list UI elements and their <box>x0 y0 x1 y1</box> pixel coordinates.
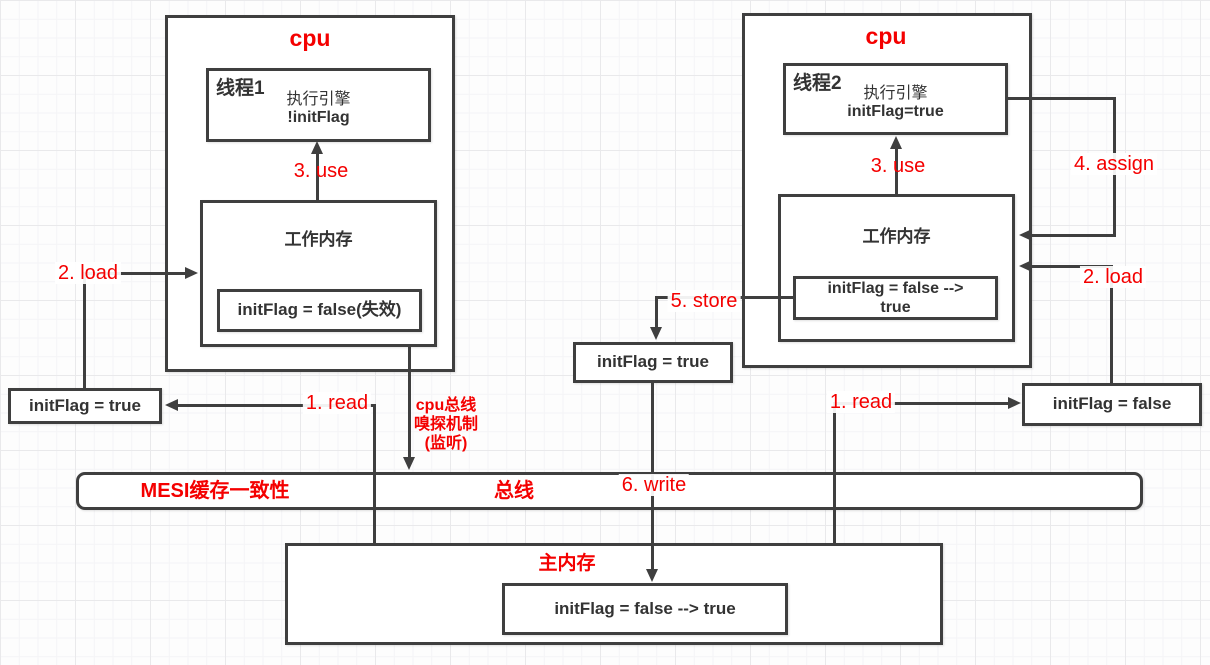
working-memory-left-value-box: initFlag = false(失效) <box>217 289 422 332</box>
load-right-label: 2. load <box>1079 266 1147 289</box>
thread2-name: 线程2 <box>793 73 842 94</box>
use-right-label: 3. use <box>870 155 926 177</box>
thread1-engine-value: !initFlag <box>287 109 350 126</box>
use-left-label: 3. use <box>293 160 349 182</box>
sniff-arrow-icon <box>403 457 415 470</box>
store-value-box: initFlag = true <box>573 342 733 383</box>
write-arrow-icon <box>646 569 658 582</box>
working-memory-left-title: 工作内存 <box>284 230 353 249</box>
thread2-engine-label: 执行引擎 <box>863 85 928 102</box>
read-right-arrow-icon <box>1008 397 1021 409</box>
load-right-line-v <box>1110 265 1113 383</box>
store-line-v <box>655 296 658 329</box>
main-memory-value-box: initFlag = false --> true <box>502 583 788 635</box>
left-read-value-box: initFlag = true <box>8 388 162 424</box>
read-left-line-h <box>172 404 376 407</box>
load-right-line-h <box>1030 265 1113 268</box>
cpu-left-title: cpu <box>289 25 331 51</box>
assign-arrow-icon <box>1019 229 1032 241</box>
read-right-label: 1. read <box>826 391 896 414</box>
load-left-label: 2. load <box>54 262 122 285</box>
assign-label: 4. assign <box>1070 153 1158 176</box>
read-left-line-v <box>373 404 376 543</box>
working-memory-right-title: 工作内存 <box>862 227 931 246</box>
sniff-label-line1: cpu总线 <box>415 397 477 414</box>
sniff-line <box>408 347 411 457</box>
working-memory-right-value-box: initFlag = false --> true <box>793 276 998 320</box>
right-read-value-box: initFlag = false <box>1022 383 1202 426</box>
use-left-arrow-icon <box>311 141 323 154</box>
thread2-engine-value: initFlag=true <box>847 103 944 120</box>
use-left-line <box>316 147 319 200</box>
load-left-arrow-icon <box>185 267 198 279</box>
bus-box <box>76 472 1143 510</box>
use-right-line <box>895 142 898 194</box>
load-left-line-h <box>83 272 190 275</box>
use-right-arrow-icon <box>890 136 902 149</box>
main-memory-title: 主内存 <box>538 553 596 574</box>
bus-mesi-label: MESI缓存一致性 <box>140 480 290 502</box>
sniff-label-line2: 嗅探机制 <box>413 416 479 433</box>
cpu-right-title: cpu <box>865 23 907 49</box>
bus-name-label: 总线 <box>494 480 534 502</box>
thread1-name: 线程1 <box>216 78 265 99</box>
read-left-arrow-icon <box>165 399 178 411</box>
thread1-box: 线程1 执行引擎 !initFlag <box>206 68 431 142</box>
store-arrow-icon <box>650 327 662 340</box>
load-left-line-v <box>83 272 86 388</box>
sniff-label-line3: (监听) <box>424 435 468 452</box>
write-label: 6. write <box>618 474 690 497</box>
assign-line-h1 <box>1008 97 1116 100</box>
sniff-label: cpu总线 嗅探机制 (监听) <box>411 396 481 453</box>
store-label: 5. store <box>667 290 741 313</box>
load-right-arrow-icon <box>1019 260 1032 272</box>
read-right-line-v <box>833 402 836 543</box>
thread1-engine-label: 执行引擎 <box>286 91 351 108</box>
thread2-box: 线程2 执行引擎 initFlag=true <box>783 63 1008 135</box>
assign-line-h2 <box>1030 234 1116 237</box>
read-left-label: 1. read <box>302 392 372 415</box>
read-right-line-h <box>833 402 1010 405</box>
